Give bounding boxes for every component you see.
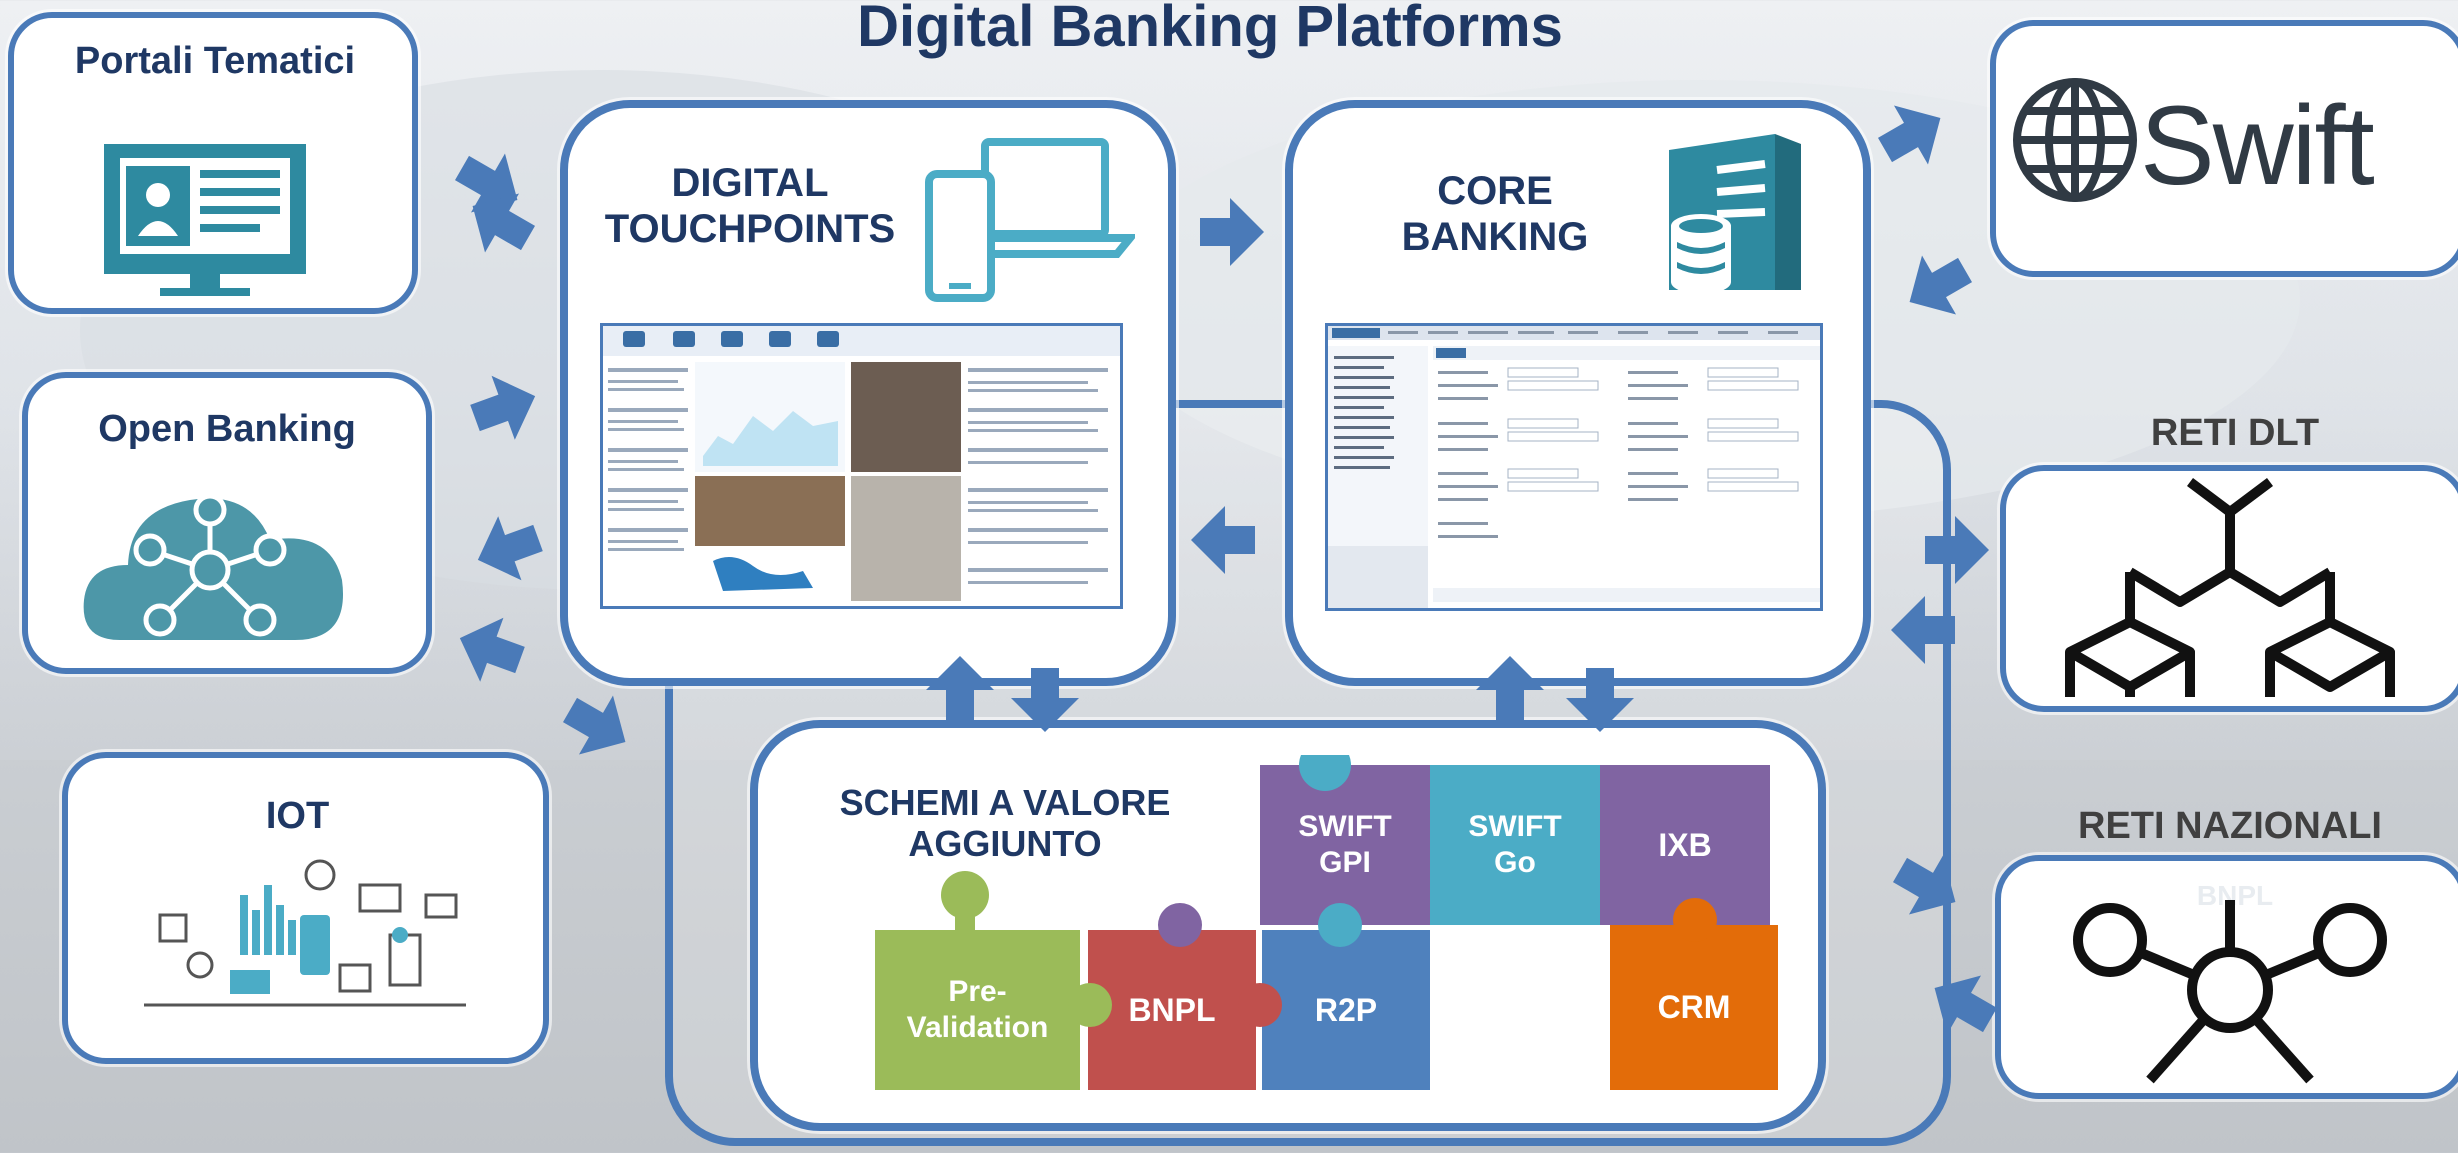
devices-icon	[925, 138, 1135, 302]
digital-touchpoints-line2: TOUCHPOINTS	[604, 207, 896, 251]
puzzle-bnpl: BNPL	[1088, 930, 1256, 1090]
cloud-network-icon	[83, 493, 344, 640]
swift-gpi-line2: GPI	[1319, 846, 1371, 879]
puzzle-pre-validation: Pre- Validation	[875, 930, 1080, 1090]
pre-validation-line1: Pre-	[948, 975, 1007, 1008]
bnpl-label: BNPL	[1128, 991, 1216, 1028]
schemi-line1: SCHEMI A VALORE	[839, 782, 1171, 823]
pre-validation-line2: Validation	[906, 1011, 1049, 1044]
swift-panel	[1990, 20, 2458, 277]
reti-dlt-title: RETI DLT	[2150, 412, 2320, 454]
swift-logo-text: Swift	[2140, 83, 2375, 208]
iot-devices-icon	[144, 859, 466, 1007]
puzzle-ixb: IXB	[1600, 765, 1770, 925]
digital-touchpoints-title: DIGITAL TOUCHPOINTS	[585, 160, 915, 252]
crm-label: CRM	[1657, 989, 1731, 1026]
iot-title: IOT	[265, 795, 330, 837]
swift-gpi-line1: SWIFT	[1298, 810, 1392, 843]
server-database-icon	[1669, 134, 1801, 294]
core-banking-line1: CORE	[1437, 169, 1553, 213]
schemi-line2: AGGIUNTO	[908, 823, 1102, 865]
core-banking-screenshot	[1325, 323, 1823, 611]
puzzle-crm: CRM	[1610, 925, 1778, 1090]
puzzle-swift-go: SWIFT Go	[1430, 765, 1600, 925]
open-banking-title: Open Banking	[98, 408, 356, 450]
portali-tematici-title: Portali Tematici	[74, 40, 356, 82]
iot-panel	[62, 752, 549, 1064]
swift-go-line2: Go	[1494, 846, 1536, 879]
page-title: Digital Banking Platforms	[857, 0, 1563, 59]
puzzle-swift-gpi: SWIFT GPI	[1260, 765, 1430, 925]
r2p-label: R2P	[1314, 991, 1378, 1028]
swift-go-line1: SWIFT	[1468, 810, 1562, 843]
portal-monitor-icon	[104, 144, 306, 296]
ixb-label: IXB	[1658, 826, 1712, 863]
core-banking-line2: BANKING	[1401, 215, 1589, 259]
core-banking-title: CORE BANKING	[1370, 168, 1620, 260]
touchpoints-screenshot	[600, 323, 1123, 609]
schemi-title: SCHEMI A VALORE AGGIUNTO	[820, 782, 1190, 865]
reti-nazionali-title: RETI NAZIONALI	[2078, 805, 2382, 847]
puzzle-r2p: R2P	[1262, 930, 1430, 1090]
puzzle-connectors	[941, 755, 1717, 1027]
network-hub-icon	[2073, 900, 2387, 1084]
blockchain-cubes-icon	[2065, 478, 2395, 697]
globe-icon	[2013, 78, 2137, 202]
digital-touchpoints-line1: DIGITAL	[671, 161, 829, 205]
